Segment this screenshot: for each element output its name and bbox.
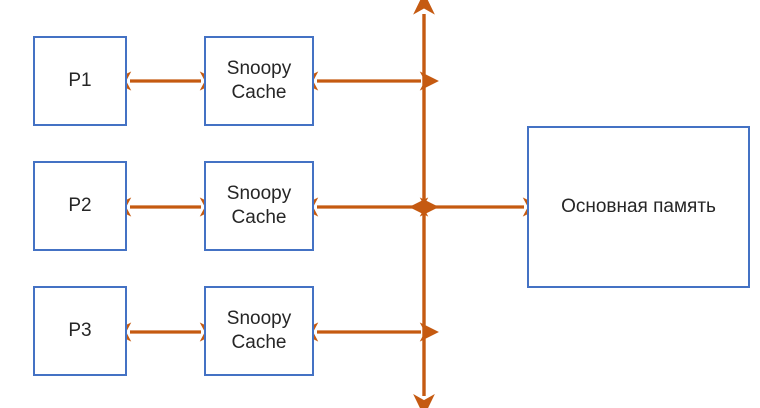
snoopy-cache-label-2-line1: Snoopy bbox=[226, 183, 292, 205]
snoopy-cache-label-3-line1: Snoopy bbox=[226, 308, 292, 330]
processor-label-p3: P3 bbox=[68, 320, 92, 342]
snoopy-cache-label-3-line2: Cache bbox=[231, 332, 287, 353]
snoopy-cache-label-2-line2: Cache bbox=[231, 207, 287, 228]
processor-box-p2[interactable]: P2 bbox=[33, 161, 127, 251]
snoopy-cache-label-1-line1: Snoopy bbox=[226, 58, 292, 80]
snoopy-cache-box-1[interactable]: Snoopy Cache bbox=[204, 36, 314, 126]
main-memory-label: Основная память bbox=[561, 196, 716, 218]
main-memory-box[interactable]: Основная память bbox=[527, 126, 750, 288]
processor-label-p2: P2 bbox=[68, 195, 92, 217]
snoopy-cache-box-2[interactable]: Snoopy Cache bbox=[204, 161, 314, 251]
processor-box-p1[interactable]: P1 bbox=[33, 36, 127, 126]
snoopy-cache-label-1: Snoopy Cache bbox=[227, 57, 291, 105]
snoopy-cache-label-3: Snoopy Cache bbox=[227, 307, 291, 355]
snoopy-cache-label-1-line2: Cache bbox=[231, 82, 287, 103]
snoopy-cache-box-3[interactable]: Snoopy Cache bbox=[204, 286, 314, 376]
processor-label-p1: P1 bbox=[68, 70, 92, 92]
snoopy-cache-label-2: Snoopy Cache bbox=[227, 182, 291, 230]
processor-box-p3[interactable]: P3 bbox=[33, 286, 127, 376]
